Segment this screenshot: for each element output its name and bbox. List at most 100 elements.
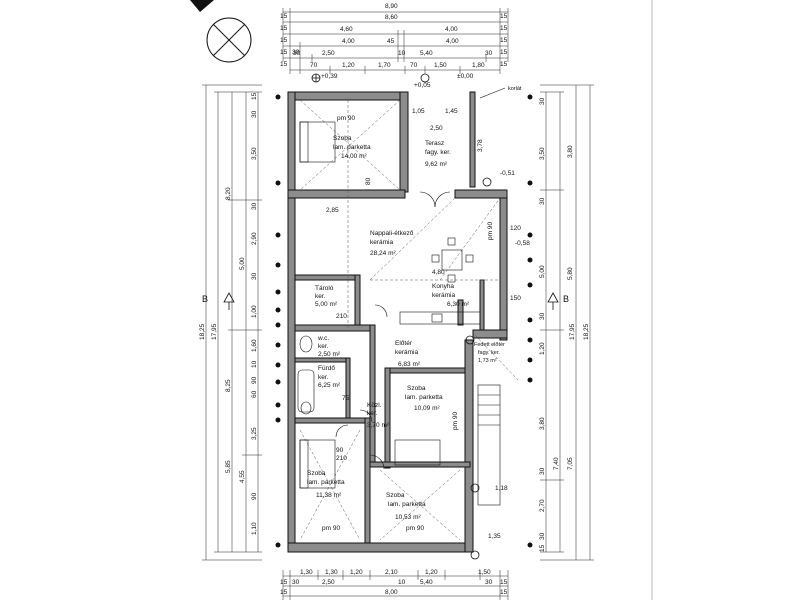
dim-bot-r2-c: 2,50 <box>322 579 335 586</box>
dim-terrace-h: 3,78 <box>477 139 484 152</box>
room-height: pm 90 <box>406 525 424 532</box>
room-area: 28,24 m² <box>370 250 396 257</box>
dim-top-r5-b: 30 <box>293 50 301 57</box>
section-label-left: B <box>202 294 208 304</box>
dim-left-outer-a: 18,25 <box>199 323 206 340</box>
dim-door-90: 90 <box>336 447 344 454</box>
dim-top-r6-e: 1,50 <box>434 62 447 69</box>
dim-kitchen-w: 4,80 <box>432 269 445 276</box>
dim-top-r6-f: 1,80 <box>472 62 485 69</box>
room-floor: ker. <box>318 343 329 350</box>
dim-right-c1-2: 30 <box>539 197 546 205</box>
dim-top-r3-d: 15 <box>500 37 508 44</box>
inner-dimensions: 1,05 1,45 2,50 3,78 2,85 4,80 pm 90 pm 9… <box>326 108 521 462</box>
room-floor: ker. <box>318 374 329 381</box>
dim-top-r5-e: 5,40 <box>420 50 433 57</box>
room-area: 3,70 m² <box>367 422 390 429</box>
dim-left-c2-e: 8,20 <box>225 187 232 200</box>
room-name: Előtér <box>395 340 413 347</box>
room-name: Terasz <box>425 140 444 147</box>
dim-right-outer-a: 17,95 <box>569 323 576 340</box>
dim-top-r6-b: 1,20 <box>342 62 355 69</box>
dim-top-r4-a: 15 <box>280 49 288 56</box>
dim-top-r4-b: 30 <box>292 49 300 56</box>
dim-top-r4-d: 45 <box>387 38 395 45</box>
room-label-storage: Tároló ker. 5,00 m² <box>315 285 338 308</box>
dim-bot-r2-e: 5,40 <box>420 579 433 586</box>
dim-top-r3-b: 4,60 <box>340 26 353 33</box>
room-floor: lam. parketta <box>405 394 443 401</box>
room-floor: ker. <box>315 293 326 300</box>
room-label-corridor: Közl. ker. 3,70 m² <box>367 402 390 429</box>
room-name: Nappali-étkező <box>370 230 414 237</box>
room-floor: kerámia <box>370 239 394 246</box>
dim-left-c1-6: 1,00 <box>251 305 258 318</box>
dim-left-c1-13: 1,10 <box>251 522 258 535</box>
dim-door-75: 75 <box>342 395 350 402</box>
beam-lines <box>299 99 519 541</box>
dim-right-c1-3: 5,00 <box>539 265 546 278</box>
dim-bot-r2-d: 10 <box>398 579 406 586</box>
bed-icon <box>394 439 441 466</box>
dim-top-r2-a: 15 <box>280 25 288 32</box>
dim-top-r4-e: 4,00 <box>446 38 459 45</box>
room-label-bathroom: Fürdő ker. 6,25 m² <box>318 365 341 389</box>
dim-left-c1-4: 2,90 <box>251 232 258 245</box>
dim-bot-r1-c: 1,20 <box>350 569 363 576</box>
dim-door-80: 80 <box>365 177 372 185</box>
room-area: 10,53 m² <box>395 514 421 521</box>
kitchen-counter-icon <box>399 311 481 325</box>
dim-terrace-w1: 1,05 <box>412 108 425 115</box>
room-name: Fürdő <box>318 365 335 372</box>
dim-left-c1-0: 15 <box>251 92 258 100</box>
dim-val-120: 120 <box>510 225 521 232</box>
dim-top-r1-a: 15 <box>280 13 288 20</box>
dim-bot-r2-a: 15 <box>280 579 288 586</box>
dim-bot-r1-e: 1,20 <box>425 569 438 576</box>
dining-table-icon <box>431 237 474 283</box>
dim-left-c1-10: 60 <box>251 390 258 398</box>
level-entry: -0,58 <box>515 240 530 247</box>
dim-left-c1-7: 1,60 <box>251 339 258 352</box>
dim-left-c1-2: 3,50 <box>251 147 258 160</box>
dim-left-c1-3: 30 <box>251 202 258 210</box>
dim-left-c2-d: 5,00 <box>239 257 246 270</box>
dim-right-c2-d: 7,05 <box>567 457 574 470</box>
level-right-low: 1,18 <box>495 485 508 492</box>
room-name: Szoba <box>407 385 426 392</box>
dim-right-c1-7: 30 <box>539 467 546 475</box>
dim-left-c1-11: 3,25 <box>251 427 258 440</box>
dim-right-c1-5: 1,20 <box>539 342 546 355</box>
room-name: Szoba <box>307 470 326 477</box>
room-floor: kerámia <box>432 292 456 299</box>
level-bottom: 1,35 <box>488 533 501 540</box>
dim-bot-r1-b: 1,30 <box>325 569 338 576</box>
room-floor: fagy. ker. <box>425 149 451 156</box>
room-label-wc: w.c. ker. 2,50 m² <box>317 335 341 358</box>
dim-right-c1-1: 3,50 <box>539 147 546 160</box>
dimension-chain-right: 17,95 18,25 3,80 5,80 7,40 7,05 30 3,50 … <box>539 84 594 561</box>
bed-icon <box>299 121 336 163</box>
dim-bot-r3-b: 8,00 <box>385 589 398 596</box>
room-name: Konyha <box>432 283 454 290</box>
toilet-icon <box>299 335 313 415</box>
dim-top-r5-g: 15 <box>500 61 508 68</box>
dim-bot-r2-b: 30 <box>292 579 300 586</box>
dim-bot-r3-a: 15 <box>280 589 288 596</box>
room-floor: ker. <box>367 410 378 417</box>
room-height: pm 90 <box>337 115 355 122</box>
room-name: Szoba <box>386 492 405 499</box>
dim-left-c1-12: 90 <box>251 492 258 500</box>
room-name: Szoba <box>333 135 352 142</box>
room-area: 5,00 m² <box>315 301 338 308</box>
room-floor: kerámia <box>395 349 419 356</box>
north-arrow-icon <box>190 0 252 63</box>
room-area: 1,73 m² <box>478 358 497 364</box>
dim-right-c1-10: 15 <box>539 544 546 552</box>
section-marker-left: B <box>202 292 235 310</box>
room-floor: lam. parketta <box>307 479 345 486</box>
dim-bot-r1-a: 1,30 <box>300 569 313 576</box>
dim-top-r3-c: 4,00 <box>445 26 458 33</box>
section-label-right: B <box>563 294 569 304</box>
